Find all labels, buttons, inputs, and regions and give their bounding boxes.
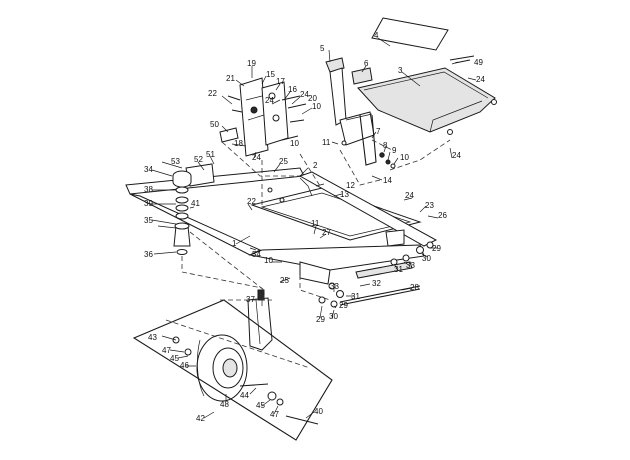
callout-45: 45	[170, 354, 179, 363]
callout-8: 8	[383, 141, 388, 150]
wheel-assembly	[132, 289, 333, 441]
floor-pan-assembly	[357, 17, 497, 135]
callout-15: 15	[266, 70, 275, 79]
callout-25: 25	[279, 157, 288, 166]
callout-35: 35	[144, 216, 153, 225]
callout-27: 27	[322, 228, 331, 237]
callout-41: 41	[191, 199, 200, 208]
callout-5: 5	[320, 44, 325, 53]
callout-39: 39	[144, 199, 153, 208]
callout-24: 24	[252, 153, 261, 162]
callout-29: 29	[339, 301, 348, 310]
leader-lines	[151, 37, 477, 419]
callout-47: 47	[162, 346, 171, 355]
callout-22: 22	[208, 89, 217, 98]
callout-10: 10	[400, 153, 409, 162]
callout-24: 24	[300, 90, 309, 99]
callout-49: 49	[474, 58, 483, 67]
callout-31: 31	[394, 265, 403, 274]
callout-22: 22	[247, 197, 256, 206]
callout-37: 37	[246, 295, 255, 304]
callout-28: 28	[410, 283, 419, 292]
callout-10: 10	[290, 139, 299, 148]
callout-38: 38	[144, 185, 153, 194]
main-frame	[125, 163, 438, 285]
callout-23: 23	[425, 201, 434, 210]
callout-52: 52	[194, 155, 203, 164]
callout-24: 24	[405, 191, 414, 200]
callout-10: 10	[312, 102, 321, 111]
callout-33: 33	[330, 282, 339, 291]
callout-9: 9	[392, 146, 397, 155]
callout-53: 53	[171, 157, 180, 166]
callout-1: 1	[232, 239, 237, 248]
callout-29: 29	[316, 315, 325, 324]
callout-51: 51	[206, 150, 215, 159]
callout-44: 44	[240, 391, 249, 400]
callout-11: 11	[322, 138, 331, 147]
axle-shaft	[318, 241, 434, 308]
callout-12: 12	[346, 181, 355, 190]
callout-40: 40	[314, 407, 323, 416]
callout-54: 54	[252, 250, 261, 259]
callout-10: 10	[264, 256, 273, 265]
callout-4: 4	[374, 31, 379, 40]
callout-26: 26	[438, 211, 447, 220]
callout-24: 24	[265, 96, 274, 105]
control-plates	[219, 77, 307, 157]
callout-46: 46	[180, 361, 189, 370]
callout-24: 24	[476, 75, 485, 84]
callout-6: 6	[364, 59, 369, 68]
callout-36: 36	[144, 250, 153, 259]
caster-assembly	[172, 170, 263, 289]
callout-47: 47	[270, 410, 279, 419]
callout-3: 3	[398, 66, 403, 75]
callout-13: 13	[340, 190, 349, 199]
alignment-lines	[189, 139, 451, 301]
callout-2: 2	[313, 161, 318, 170]
callout-48: 48	[220, 400, 229, 409]
callout-11: 11	[311, 219, 320, 228]
callout-42: 42	[196, 414, 205, 423]
callout-34: 34	[144, 165, 153, 174]
callout-33: 33	[406, 261, 415, 270]
callout-16: 16	[288, 85, 297, 94]
callout-43: 43	[148, 333, 157, 342]
callout-25: 25	[280, 276, 289, 285]
callout-29: 29	[432, 244, 441, 253]
callout-20: 20	[308, 94, 317, 103]
callout-50: 50	[210, 120, 219, 129]
callout-30: 30	[329, 312, 338, 321]
callout-24: 24	[452, 151, 461, 160]
callout-31: 31	[351, 292, 360, 301]
callout-labels: 4 5 6 3 49 24 19 21 15 17 16 24 20 22 24…	[144, 31, 485, 423]
callout-21: 21	[226, 74, 235, 83]
callout-14: 14	[383, 176, 392, 185]
callout-30: 30	[422, 254, 431, 263]
callout-19: 19	[247, 59, 256, 68]
callout-32: 32	[372, 279, 381, 288]
callout-17: 17	[276, 77, 285, 86]
callout-45: 45	[256, 401, 265, 410]
callout-7: 7	[376, 127, 381, 136]
callout-18: 18	[234, 139, 243, 148]
